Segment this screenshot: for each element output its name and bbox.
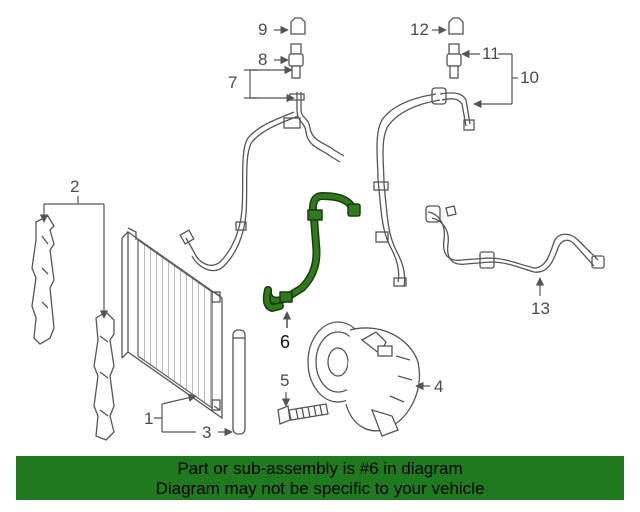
condenser-part [121,227,223,420]
parts-diagram [31,17,605,441]
pressure-switch-part [288,43,304,79]
callout-7: 7 [228,73,238,92]
hose-part-13 [425,205,605,273]
cap-part-12 [448,17,464,35]
callout-11: 11 [482,44,500,63]
air-seal-left-part [31,215,55,345]
service-valve-part [446,43,462,79]
callout-10: 10 [520,68,539,87]
banner-line-2: Diagram may not be specific to your vehi… [155,479,485,498]
callout-1: 1 [144,409,154,428]
callout-6: 6 [280,332,291,352]
compressor-part [307,321,420,437]
callout-5: 5 [280,371,290,390]
callout-3: 3 [202,423,212,442]
air-seal-right-part [93,311,115,441]
cap-part-9 [290,17,306,35]
callout-12: 12 [410,20,429,39]
callout-4: 4 [434,377,444,396]
liquid-line-part [373,87,475,287]
callout-2: 2 [70,177,80,196]
highlighted-hose-part-6 [262,192,361,312]
callout-9: 9 [258,20,268,39]
callout-8: 8 [258,50,268,69]
leader-lines [39,25,545,437]
banner-line-1: Part or sub-assembly is #6 in diagram [177,459,463,478]
callout-13: 13 [531,299,550,318]
receiver-drier-part [232,329,246,435]
info-banner: Part or sub-assembly is #6 in diagram Di… [16,456,624,500]
bolt-part [277,403,329,425]
suction-line-upper [179,92,345,272]
